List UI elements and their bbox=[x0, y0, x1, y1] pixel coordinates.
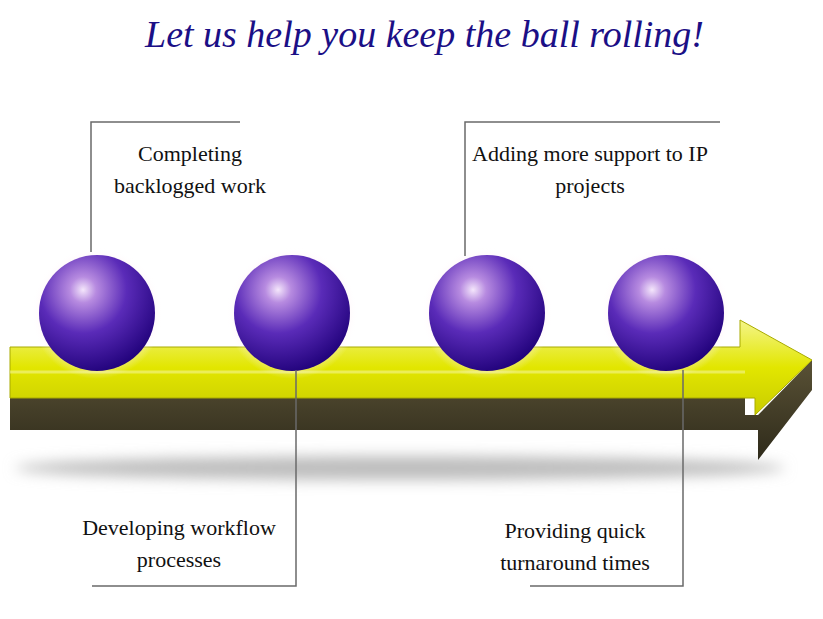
ball-glow bbox=[421, 247, 553, 379]
leader-line bbox=[465, 122, 720, 256]
callout-text: Adding more support to IP projects bbox=[470, 138, 710, 202]
ball-glow bbox=[600, 247, 732, 379]
purple-ball bbox=[39, 255, 155, 371]
purple-ball bbox=[234, 255, 350, 371]
title: Let us help you keep the ball rolling! bbox=[145, 12, 704, 56]
callout-text: Developing workflow processes bbox=[72, 512, 286, 576]
callout-text: Providing quick turnaround times bbox=[475, 515, 675, 579]
purple-ball bbox=[608, 255, 724, 371]
arrow-shadow bbox=[15, 456, 785, 480]
purple-ball bbox=[429, 255, 545, 371]
callout-text: Completing backlogged work bbox=[95, 138, 285, 202]
ball-glow bbox=[226, 247, 358, 379]
ball-glow bbox=[31, 247, 163, 379]
